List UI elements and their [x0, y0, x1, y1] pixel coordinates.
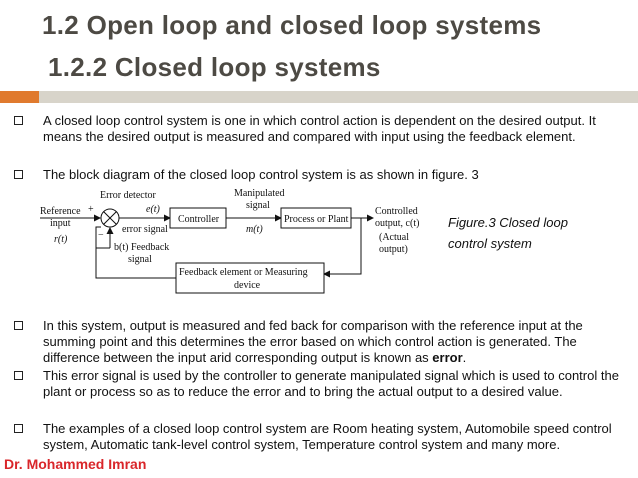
- bullet-box-icon: [14, 116, 23, 125]
- b-t-feedback-label: b(t) Feedback: [114, 242, 169, 253]
- output-c-label: output, c(t): [375, 218, 419, 229]
- caption-line-2: control system: [448, 236, 532, 251]
- feedback-path-down: [323, 218, 362, 278]
- bullet-box-icon: [14, 321, 23, 330]
- bullet-text: The examples of a closed loop control sy…: [43, 421, 612, 452]
- manipulated-signal-label: signal: [246, 200, 270, 211]
- bullet-text: This error signal is used by the control…: [43, 368, 619, 399]
- caption-line-1: Figure.3 Closed loop: [448, 215, 568, 230]
- device-label: device: [234, 280, 261, 291]
- feedback-signal-label: signal: [128, 254, 152, 265]
- minus-sign: −: [98, 230, 104, 241]
- error-detector-label: Error detector: [100, 190, 156, 201]
- manipulated-label: Manipulated: [234, 188, 285, 199]
- process-label: Process or Plant: [284, 214, 349, 225]
- closed-loop-block-diagram: Reference input r(t) + − Error detector …: [40, 188, 419, 294]
- reference-label: Reference: [40, 206, 81, 217]
- author-footer: Dr. Mohammed Imran: [4, 456, 147, 472]
- bullet-text: A closed loop control system is one in w…: [43, 113, 596, 144]
- slide-title: 1.2 Open loop and closed loop systems: [42, 10, 542, 40]
- error-signal-label: error signal: [122, 224, 168, 235]
- controlled-label: Controlled: [375, 206, 418, 217]
- summing-junction: [100, 208, 120, 228]
- bullet-box-icon: [14, 371, 23, 380]
- bold-term: error: [432, 350, 463, 365]
- feedback-element-label: Feedback element or Measuring: [179, 267, 308, 278]
- input-label: input: [50, 218, 71, 229]
- feedback-block: [175, 262, 325, 294]
- figure-caption: Figure.3 Closed loop control system: [448, 212, 568, 254]
- accent-bar: [0, 91, 39, 103]
- output-paren-label: output): [379, 244, 408, 255]
- feedback-path-return: [95, 226, 176, 279]
- bullet-box-icon: [14, 170, 23, 179]
- controller-label: Controller: [178, 214, 220, 225]
- plus-sign: +: [88, 204, 94, 215]
- bullet-text-before: In this system, output is measured and f…: [43, 318, 583, 365]
- divider-bar: [39, 91, 638, 103]
- bullet-text: The block diagram of the closed loop con…: [43, 167, 479, 182]
- bullet-text-after: .: [462, 350, 467, 365]
- slide-subtitle: 1.2.2 Closed loop systems: [48, 52, 381, 82]
- bullet-text: In this system, output is measured and f…: [43, 318, 633, 366]
- m-t-label: m(t): [246, 224, 263, 235]
- bullet-box-icon: [14, 424, 23, 433]
- actual-label: (Actual: [379, 232, 409, 243]
- r-t-label: r(t): [54, 234, 68, 245]
- e-t-label: e(t): [146, 204, 161, 215]
